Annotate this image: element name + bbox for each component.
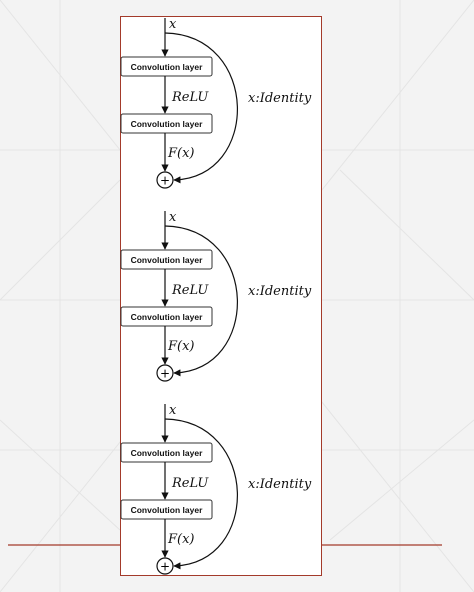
conv-layer-box-1 (120, 249, 213, 270)
conv-layer-label-1: Convolution layer (131, 62, 203, 72)
conv-layer-box-2 (120, 113, 213, 134)
residual-block-3: x Convolution layer ReLU Convolution lay… (120, 403, 312, 575)
conv-layer-label-2: Convolution layer (131, 119, 203, 129)
conv-layer-label-1: Convolution layer (131, 448, 203, 458)
skip-label: x:Identity (248, 284, 312, 299)
input-label: x (169, 210, 177, 225)
conv-layer-box-1 (120, 442, 213, 463)
skip-connection (164, 32, 238, 184)
skip-label: x:Identity (248, 91, 312, 106)
addition-node (156, 171, 174, 189)
conv-layer-box-2 (120, 499, 213, 520)
addition-node (156, 364, 174, 382)
skip-connection (164, 225, 238, 377)
residual-label: F(x) (167, 532, 195, 547)
activation-label: ReLU (171, 476, 209, 491)
conv-layer-label-1: Convolution layer (131, 255, 203, 265)
plus-icon: + (160, 174, 170, 188)
residual-label: F(x) (167, 339, 195, 354)
plus-icon: + (160, 367, 170, 381)
residual-block-1: x Convolution layer ReLU Convolution lay… (120, 17, 312, 189)
residual-label: F(x) (167, 146, 195, 161)
conv-layer-box-2 (120, 306, 213, 327)
input-label: x (169, 403, 177, 418)
skip-label: x:Identity (248, 477, 312, 492)
plus-icon: + (160, 560, 170, 574)
activation-label: ReLU (171, 90, 209, 105)
addition-node (156, 557, 174, 575)
input-label: x (169, 17, 177, 32)
activation-label: ReLU (171, 283, 209, 298)
skip-connection (164, 418, 238, 570)
conv-layer-label-2: Convolution layer (131, 312, 203, 322)
diagram-frame (120, 16, 322, 576)
conv-layer-label-2: Convolution layer (131, 505, 203, 515)
residual-block-2: x Convolution layer ReLU Convolution lay… (120, 210, 312, 382)
conv-layer-box-1 (120, 56, 213, 77)
